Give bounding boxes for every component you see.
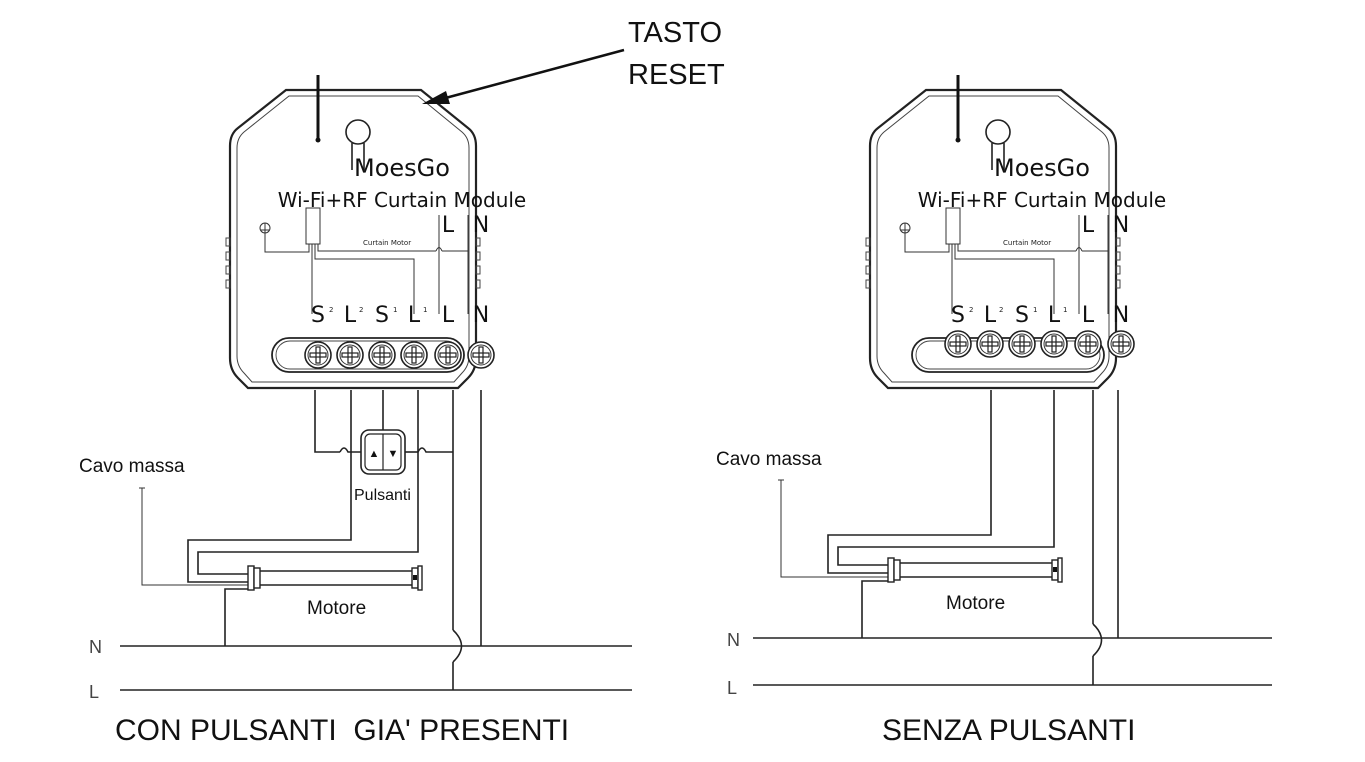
- input-label-n: N: [473, 213, 489, 238]
- bus-n-label: N: [727, 630, 740, 650]
- ground-label: Cavo massa: [716, 449, 822, 470]
- reset-annotation: TASTO RESET: [422, 17, 725, 104]
- terminal-label: L: [1048, 303, 1061, 328]
- motor-label: Motore: [946, 593, 1005, 614]
- buttons-label: Pulsanti: [354, 487, 411, 504]
- reset-arrow-line: [437, 48, 625, 102]
- terminal-screw: [1040, 330, 1068, 358]
- terminal-sup: 1: [423, 306, 427, 314]
- terminal-screw: [976, 330, 1004, 358]
- wire-l-hop: [1092, 623, 1103, 657]
- module-left-text: MoesGo Wi-Fi+RF Curtain Module L N Curta…: [278, 154, 527, 328]
- terminal-labels: S 2 L 2 S 1 L 1 L N: [951, 303, 1129, 328]
- wire-motor-n: [224, 588, 248, 646]
- module-right-text: MoesGo Wi-Fi+RF Curtain Module L N Curta…: [918, 154, 1167, 328]
- terminal-label: L: [408, 303, 421, 328]
- terminal-sup: 2: [999, 306, 1003, 314]
- terminal-screw: [1008, 330, 1036, 358]
- bus-n-label: N: [89, 637, 102, 657]
- input-label-l: L: [442, 213, 455, 238]
- wire-button-crossover: [417, 447, 453, 453]
- labels-right: Cavo massa Motore N L SENZA PULSANTI: [716, 449, 1135, 747]
- down-arrow-icon: ▼: [388, 448, 399, 460]
- internal-motor-label: Curtain Motor: [1003, 239, 1051, 247]
- wire-motor-n: [861, 580, 888, 638]
- terminal-screw: [304, 341, 332, 369]
- wire-l1: [837, 390, 1055, 566]
- wire-s2-crossover: [339, 447, 362, 453]
- terminal-sup: 1: [393, 306, 397, 314]
- terminal-sup: 2: [329, 306, 333, 314]
- motor-label: Motore: [307, 598, 366, 619]
- terminal-label: N: [473, 303, 489, 328]
- terminal-screw: [1074, 330, 1102, 358]
- ground-label: Cavo massa: [79, 456, 185, 477]
- wire-s2: [314, 390, 340, 453]
- wire-ground: [780, 480, 888, 578]
- up-arrow-icon: ▲: [369, 448, 380, 460]
- button-pair: ▲ ▼: [360, 429, 406, 475]
- terminal-screw: [467, 341, 495, 369]
- module-brand: MoesGo: [354, 154, 450, 182]
- terminal-screw: [944, 330, 972, 358]
- terminal-label: L: [984, 303, 997, 328]
- terminal-screw: [434, 341, 462, 369]
- labels-left: Cavo massa Pulsanti Motore N L CON PULSA…: [79, 456, 569, 747]
- wire-l2: [827, 390, 992, 574]
- bus-l-label: L: [89, 682, 99, 702]
- wiring-right: [753, 390, 1272, 686]
- input-label-l: L: [1082, 213, 1095, 238]
- terminal-screw: [1107, 330, 1135, 358]
- terminal-screw: [336, 341, 364, 369]
- motor-left: [247, 565, 423, 591]
- terminal-label: L: [442, 303, 455, 328]
- terminal-label: N: [1113, 303, 1129, 328]
- terminal-label: S: [951, 303, 965, 328]
- wire-ground: [141, 488, 248, 586]
- bus-l-label: L: [727, 678, 737, 698]
- internal-motor-label: Curtain Motor: [363, 239, 411, 247]
- terminal-sup: 2: [969, 306, 973, 314]
- terminal-sup: 1: [1033, 306, 1037, 314]
- caption-left: CON PULSANTI GIA' PRESENTI: [115, 714, 569, 747]
- terminal-screw: [368, 341, 396, 369]
- module-model: Wi-Fi+RF Curtain Module: [918, 188, 1167, 212]
- wire-l1: [197, 390, 419, 575]
- terminal-screw: [400, 341, 428, 369]
- terminal-sup: 1: [1063, 306, 1067, 314]
- terminal-label: S: [1015, 303, 1029, 328]
- caption-right: SENZA PULSANTI: [882, 714, 1135, 747]
- terminal-label: S: [311, 303, 325, 328]
- wire-l2: [187, 390, 352, 583]
- wiring-left: [120, 390, 632, 691]
- terminal-label: L: [344, 303, 357, 328]
- terminal-label: S: [375, 303, 389, 328]
- reset-label-line2: RESET: [628, 59, 725, 91]
- terminal-sup: 2: [359, 306, 363, 314]
- input-label-n: N: [1113, 213, 1129, 238]
- module-model: Wi-Fi+RF Curtain Module: [278, 188, 527, 212]
- terminal-label: L: [1082, 303, 1095, 328]
- terminal-labels: S 2 L 2 S 1 L 1 L N: [311, 303, 489, 328]
- reset-arrow-head: [422, 91, 450, 104]
- motor-right: [887, 557, 1063, 583]
- reset-label-line1: TASTO: [628, 17, 722, 49]
- module-brand: MoesGo: [994, 154, 1090, 182]
